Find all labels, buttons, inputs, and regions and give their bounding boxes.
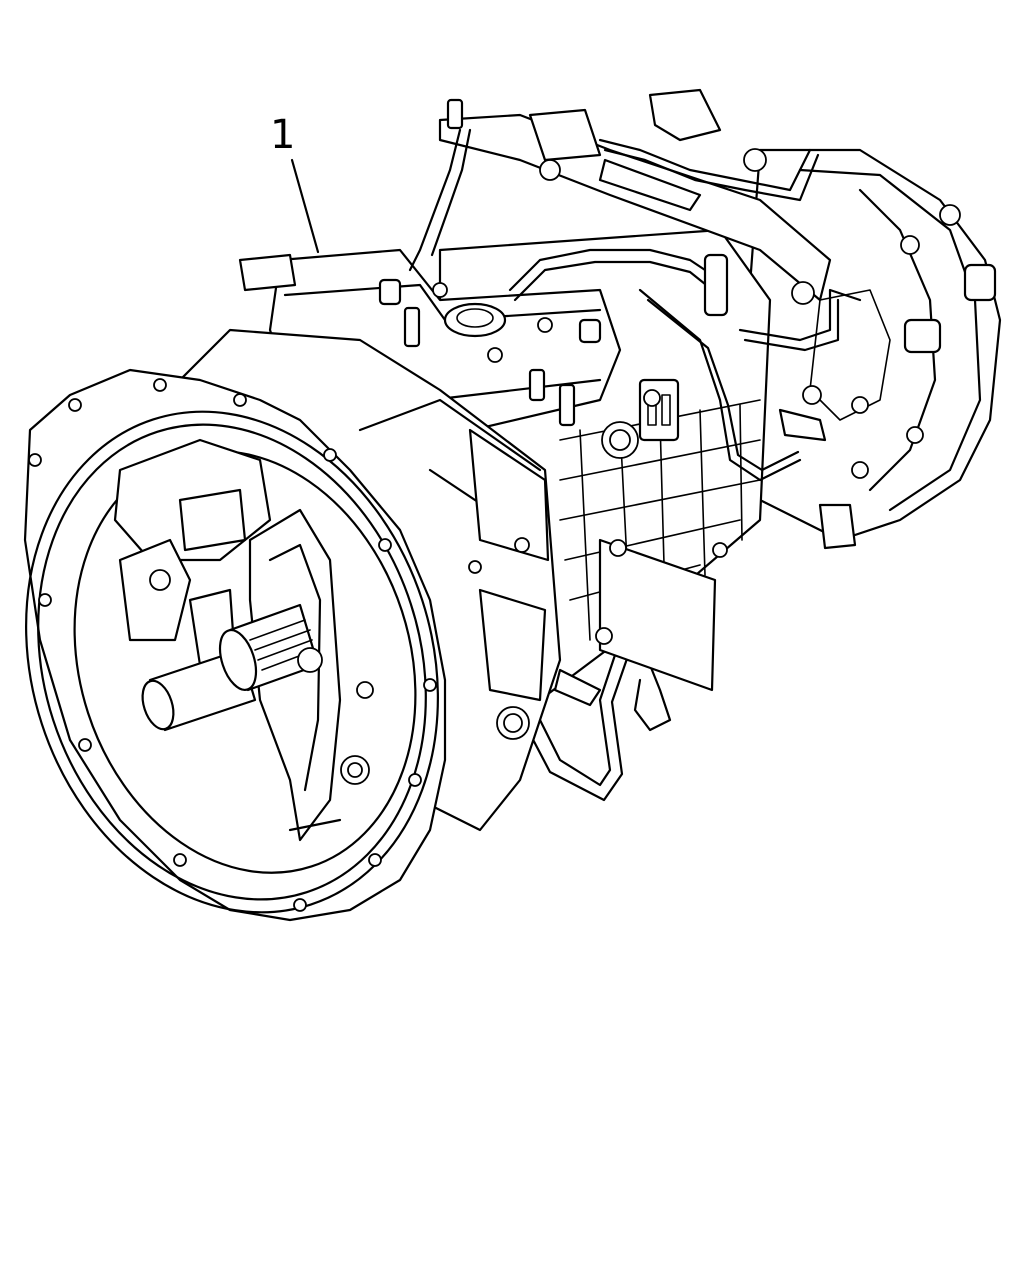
callout-label: 1 — [270, 112, 295, 158]
clutch-internals — [113, 438, 374, 842]
callout-leader-line — [290, 158, 320, 254]
callout-1: 1 — [270, 112, 320, 254]
rear-housing — [738, 148, 1002, 550]
oil-pipes — [526, 385, 827, 802]
wiring-harness — [408, 88, 862, 482]
